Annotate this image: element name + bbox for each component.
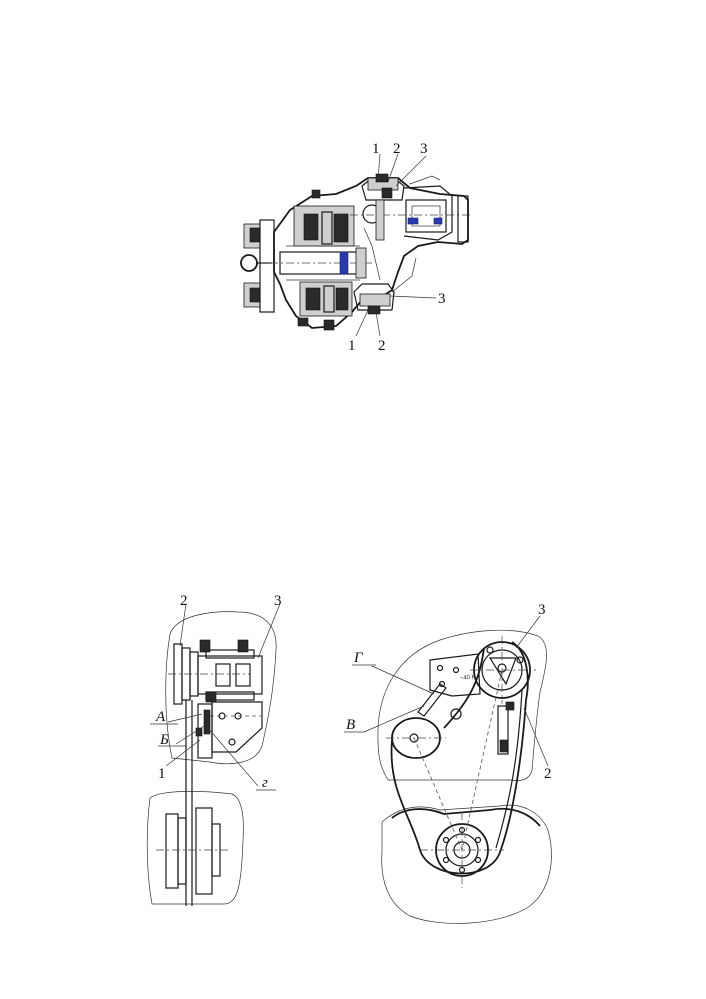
label-bl-3: 3 bbox=[274, 593, 282, 609]
label-bottom-2: 2 bbox=[378, 338, 386, 354]
label-bl-B: Б bbox=[159, 732, 169, 748]
label-bottom-1: 1 bbox=[348, 338, 356, 354]
plate-text: ~40 Н bbox=[460, 674, 477, 682]
label-top-2: 2 bbox=[393, 141, 401, 157]
label-bl-g: г bbox=[262, 775, 268, 791]
belt-drive-side-view bbox=[146, 611, 277, 906]
top-leader-lines bbox=[355, 153, 437, 337]
label-right-3: 3 bbox=[438, 291, 446, 307]
label-bl-A: А bbox=[155, 709, 166, 725]
label-br-2: 2 bbox=[544, 766, 552, 782]
label-br-3: 3 bbox=[538, 602, 546, 618]
bottom-right-leaders bbox=[344, 615, 549, 767]
label-bl-1: 1 bbox=[158, 766, 166, 782]
label-br-V: В bbox=[346, 717, 355, 733]
label-bl-2: 2 bbox=[180, 593, 188, 609]
bottom-left-leaders bbox=[150, 603, 281, 791]
label-br-G: Г bbox=[353, 650, 364, 666]
axle-section-drawing bbox=[240, 173, 470, 331]
belt-drive-front-view: ~40 Н bbox=[377, 629, 552, 924]
label-top-3: 3 bbox=[420, 141, 428, 157]
label-top-1: 1 bbox=[372, 141, 380, 157]
